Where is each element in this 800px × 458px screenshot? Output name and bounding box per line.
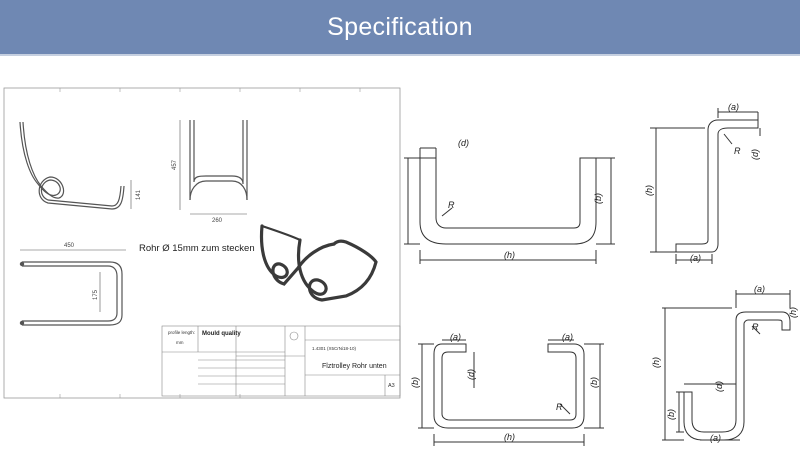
page-title: Specification	[327, 12, 473, 41]
title-block: profile length: mm Mould quality 1.4301 …	[161, 325, 401, 397]
sheet-letter: A3	[388, 383, 395, 389]
label-a-top: (a)	[728, 102, 739, 112]
profile-length-value: mm	[176, 340, 184, 345]
mould-quality-label: Mould quality	[202, 331, 241, 337]
label-h-5: (h)	[788, 307, 798, 318]
label-a-4: (a)	[562, 332, 573, 342]
label-h: (h)	[504, 250, 515, 260]
label-a-5: (a)	[754, 284, 765, 294]
part-name: Flztrolley Rohr unten	[322, 363, 387, 370]
part-number: 1.4301 (X5CrNi18-10)	[312, 346, 357, 351]
label-r-3: R	[556, 402, 563, 412]
label-r: R	[448, 200, 455, 210]
label-h-3: (h)	[504, 432, 515, 442]
label-d-3: (d)	[466, 369, 476, 380]
top-view: 450 175	[19, 243, 126, 326]
profile-length-label: profile length:	[168, 330, 195, 335]
label-b-3: (b)	[589, 377, 599, 388]
label-a-bottom: (a)	[690, 253, 701, 263]
label-d-2: (d)	[750, 149, 760, 160]
header-divider	[0, 54, 800, 56]
profile-hook-diagram: (a) (h) (d) (b) (a) (h) R	[651, 284, 798, 443]
side-view: 141	[19, 121, 142, 210]
tube-note: Rohr Ø 15mm zum stecken	[139, 243, 255, 254]
top-width-dim: 450	[64, 243, 75, 249]
label-h-2: (h)	[644, 185, 654, 196]
label-a-6: (a)	[710, 433, 721, 443]
technical-sheet: 141 457 260 450 175 Rohr Ø 15mm zum stec…	[3, 87, 401, 399]
label-h-4: (h)	[651, 357, 661, 368]
label-b-2: (b)	[410, 377, 420, 388]
front-height-dim: 457	[172, 159, 178, 170]
profile-u-diagram: (d) (b) (h) R	[404, 138, 615, 264]
label-b-4: (b)	[666, 409, 676, 420]
tube-render	[259, 224, 378, 302]
label-a-3: (a)	[450, 332, 461, 342]
label-r-4: R	[752, 322, 759, 332]
side-height-dim: 141	[136, 189, 142, 200]
label-d: (d)	[458, 138, 469, 148]
front-view: 457 260	[172, 120, 248, 224]
front-width-dim: 260	[212, 218, 223, 224]
header-bar: Specification	[0, 0, 800, 54]
label-d-4: (d)	[714, 381, 724, 392]
profile-c-diagram: (a) (a) (d) (b) (b) (h) R	[410, 332, 604, 446]
profile-z-diagram: (a) (d) (h) (a) R	[644, 102, 761, 264]
top-depth-dim: 175	[93, 289, 99, 300]
label-b: (b)	[593, 193, 603, 204]
label-r-2: R	[734, 146, 741, 156]
